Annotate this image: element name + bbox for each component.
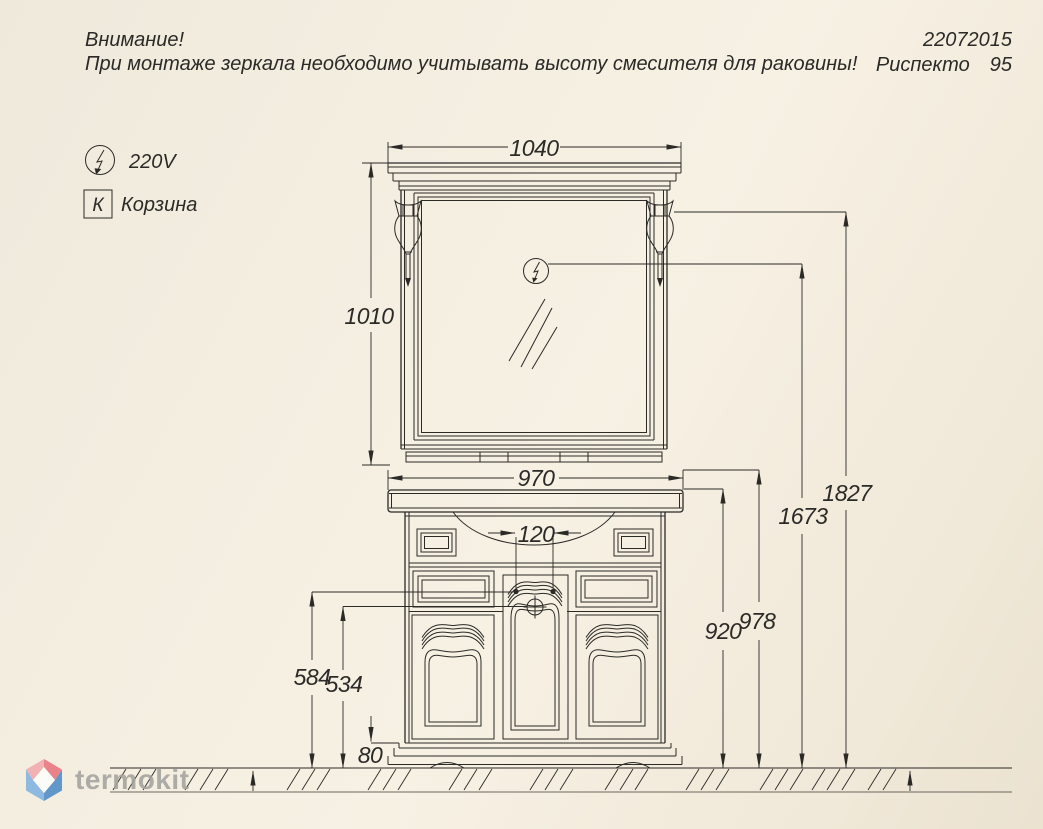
faucet-offset-label: 120 bbox=[518, 521, 556, 547]
cabinet-right-stack bbox=[576, 529, 658, 739]
mirror-shelf bbox=[405, 451, 663, 463]
dim-plinth-gap: 80 bbox=[358, 716, 399, 768]
mirror-height-label: 1010 bbox=[344, 303, 394, 329]
warning-title: Внимание! bbox=[85, 29, 185, 51]
mirror-cornice bbox=[387, 162, 682, 191]
total-height-label: 1827 bbox=[822, 480, 873, 506]
termokit-hexagon-icon bbox=[26, 759, 62, 801]
fixing-upper-label: 584 bbox=[294, 664, 331, 690]
doc-number: 22072015 bbox=[923, 29, 1012, 51]
washbasin-width-label: 970 bbox=[518, 465, 556, 491]
doc-block: 22072015 Риспекто 95 bbox=[876, 28, 1012, 78]
warning-block: Внимание! При монтаже зеркала необходимо… bbox=[85, 28, 857, 76]
mirror-frame bbox=[400, 190, 668, 450]
dim-cabinet-height: 920 bbox=[684, 488, 743, 769]
basket-label: Корзина bbox=[121, 194, 197, 216]
basin-curve bbox=[452, 511, 616, 546]
mirror-glass-hatch bbox=[508, 298, 558, 370]
basket-symbol: К bbox=[92, 195, 105, 216]
mirror-corbel-left bbox=[394, 199, 422, 287]
dim-fixing-lower: 534 bbox=[326, 606, 527, 769]
fixing-lower-label: 534 bbox=[326, 671, 363, 697]
dim-lamp-height: 1673 bbox=[548, 263, 829, 769]
mirror-corbel-right bbox=[646, 199, 674, 287]
dim-mirror-width: 1040 bbox=[387, 135, 682, 163]
ground-line bbox=[110, 767, 1012, 793]
plinth-gap-label: 80 bbox=[358, 742, 383, 768]
product-size: 95 bbox=[989, 54, 1012, 76]
mirror-width-label: 1040 bbox=[509, 135, 559, 161]
ground-hatch bbox=[112, 768, 897, 791]
dim-total-height: 1827 bbox=[674, 211, 874, 769]
legend-power: 220V bbox=[85, 145, 177, 175]
lightning-icon bbox=[94, 149, 105, 175]
lamp-connection-icon bbox=[523, 258, 549, 284]
cabinet-drawing bbox=[387, 489, 684, 769]
watermark-logo: termokit bbox=[22, 757, 189, 803]
dim-mirror-height: 1010 bbox=[344, 162, 395, 466]
lamp-height-label: 1673 bbox=[778, 503, 828, 529]
center-mark-icon bbox=[523, 595, 547, 619]
dim-faucet-offset: 120 bbox=[488, 521, 581, 588]
brand-name: termokit bbox=[75, 764, 190, 795]
mirror-drawing bbox=[387, 162, 682, 463]
washbasin-height-label: 978 bbox=[739, 608, 777, 634]
cabinet-left-stack bbox=[411, 528, 495, 740]
fixing-points bbox=[513, 588, 556, 595]
power-label: 220V bbox=[128, 151, 177, 173]
product-name: Риспекто bbox=[875, 54, 970, 76]
basket-icon bbox=[83, 189, 113, 219]
warning-text: При монтаже зеркала необходимо учитывать… bbox=[85, 53, 858, 75]
cabinet-plinth bbox=[387, 742, 683, 769]
cabinet-body bbox=[404, 512, 666, 743]
floor-datum-arrows bbox=[250, 767, 917, 791]
power-circle-icon bbox=[85, 145, 115, 175]
legend-basket: К Корзина bbox=[83, 189, 197, 219]
dim-washbasin-width: 970 bbox=[387, 465, 684, 491]
dim-washbasin-height: 978 bbox=[683, 469, 777, 769]
product-line: Риспекто 95 bbox=[876, 53, 1012, 78]
dim-fixing-upper: 584 bbox=[294, 591, 513, 769]
countertop bbox=[387, 489, 684, 513]
cabinet-height-label: 920 bbox=[705, 618, 743, 644]
